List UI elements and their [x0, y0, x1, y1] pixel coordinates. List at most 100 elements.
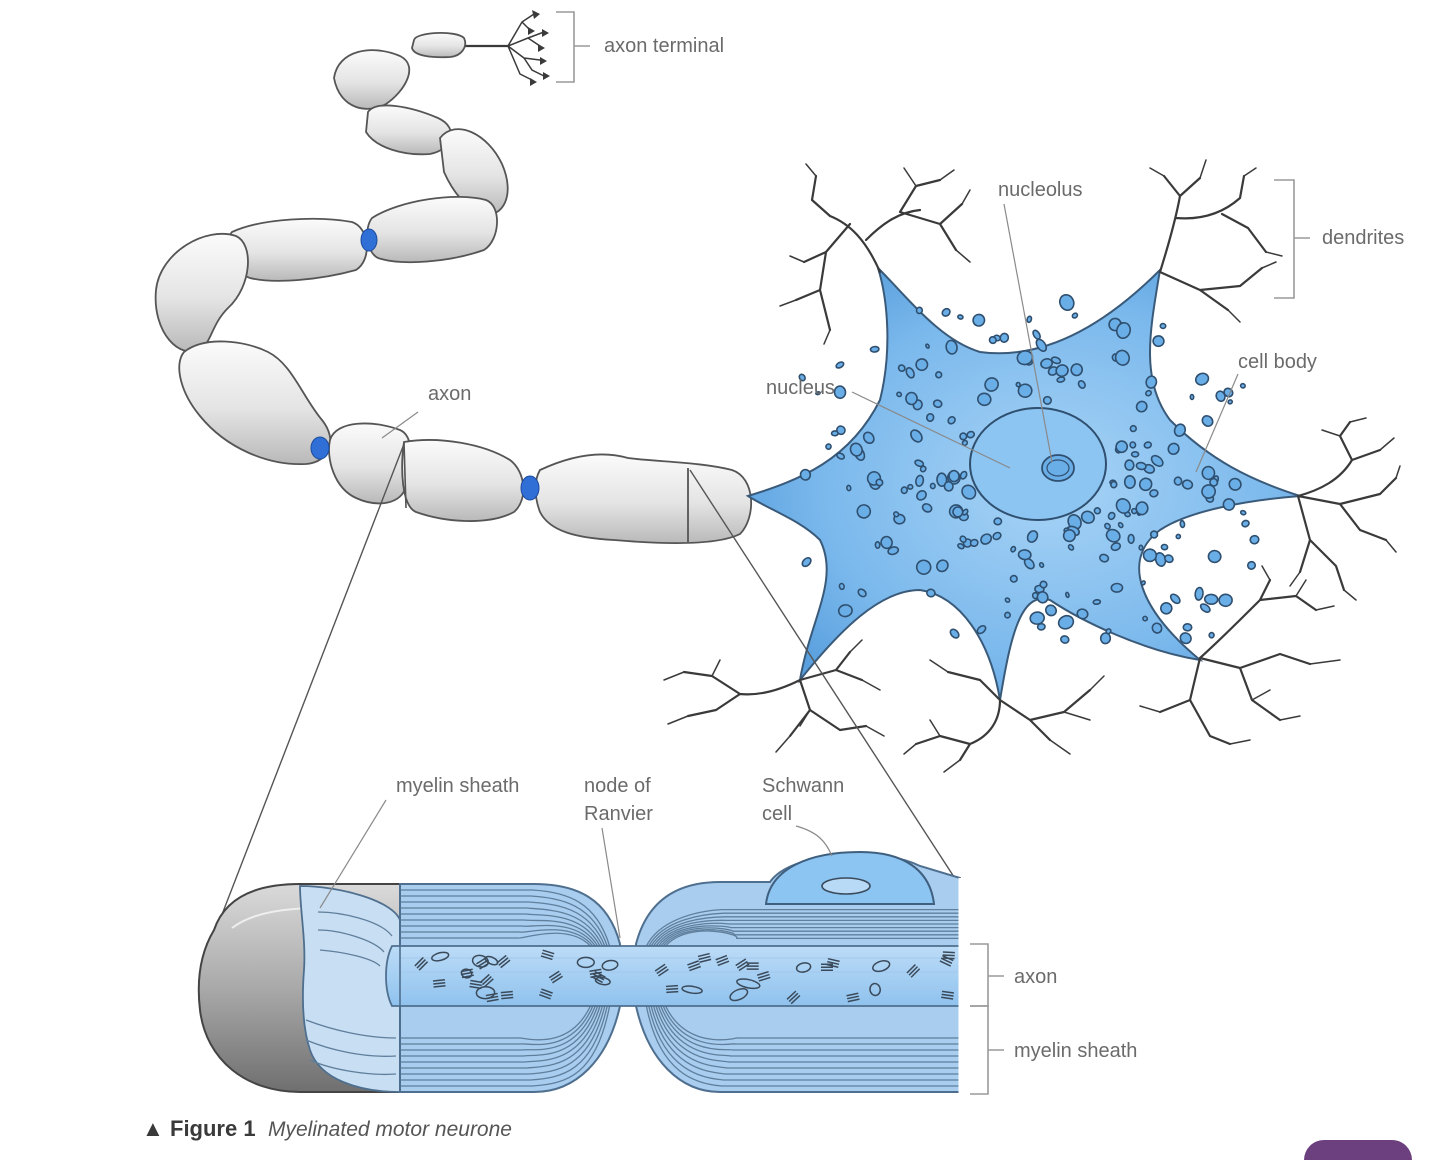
granule	[1123, 475, 1136, 489]
lamella	[652, 1005, 960, 1069]
granule	[1116, 321, 1131, 340]
granule	[1050, 356, 1062, 365]
granule	[926, 588, 936, 598]
granule	[999, 332, 1010, 343]
granule	[838, 582, 845, 591]
granule	[1004, 597, 1011, 603]
label-schwann-cell-2: cell	[762, 803, 792, 825]
label-dendrites: dendrites	[1322, 227, 1404, 249]
lamella	[645, 1005, 960, 1087]
granule	[1173, 423, 1187, 437]
granule	[862, 431, 875, 445]
myelin-cross-section	[197, 850, 962, 1094]
mitochondrion	[594, 976, 611, 986]
mitochondrion	[601, 959, 619, 971]
granule	[915, 474, 925, 487]
granule	[1032, 329, 1041, 340]
segment-6	[227, 217, 368, 282]
lamella	[400, 929, 594, 947]
label-node-of-ranvier-1: node of	[584, 775, 651, 797]
granule	[1194, 586, 1204, 601]
label-myelin-sheath-top: myelin sheath	[396, 775, 519, 797]
granule	[1065, 591, 1070, 599]
lamella	[400, 919, 599, 947]
lamella	[665, 1005, 960, 1041]
granule	[993, 517, 1003, 526]
label-cell-body: cell body	[1238, 351, 1317, 373]
granule	[1110, 542, 1122, 552]
granule	[910, 429, 923, 443]
granule	[1070, 363, 1084, 377]
segment-5	[366, 196, 498, 264]
granule	[1142, 615, 1149, 622]
neurofilament	[941, 990, 955, 1000]
lamella	[645, 908, 960, 947]
granule	[961, 484, 977, 500]
granule	[915, 559, 932, 575]
granule	[1228, 477, 1242, 491]
granule	[988, 336, 997, 345]
lamella	[650, 1005, 960, 1075]
neurofilament	[591, 970, 606, 984]
neurofilament	[469, 979, 483, 990]
lamella	[650, 916, 960, 947]
caption-marker-icon: ▲	[142, 1116, 164, 1141]
lamella	[400, 913, 601, 947]
neurofilament	[496, 954, 511, 969]
lamella	[400, 1005, 594, 1046]
granule	[1062, 528, 1076, 543]
granule	[1130, 450, 1140, 458]
granule	[1145, 375, 1158, 389]
granule	[957, 314, 964, 320]
granule	[1150, 454, 1164, 467]
granule	[919, 465, 927, 473]
granule	[880, 535, 893, 550]
granule	[1138, 477, 1153, 492]
granule	[1060, 635, 1070, 644]
lamella	[657, 1005, 960, 1057]
lamella	[648, 1005, 960, 1081]
segment-9	[328, 422, 412, 505]
neurofilament	[476, 956, 491, 970]
mitochondrion	[729, 987, 749, 1002]
granule	[915, 358, 929, 372]
granule	[1117, 521, 1124, 529]
granule	[1099, 632, 1112, 645]
granule	[1129, 441, 1137, 449]
granule	[980, 533, 993, 545]
granule	[1227, 399, 1234, 405]
granule	[1203, 593, 1219, 606]
lamella	[400, 1005, 596, 1051]
granule	[969, 538, 979, 548]
neurofilament	[735, 958, 750, 972]
granule	[1035, 338, 1048, 353]
lamella	[660, 1005, 960, 1051]
granule	[961, 439, 969, 447]
granule	[1149, 489, 1159, 498]
lamella	[662, 1005, 960, 1046]
granule	[948, 469, 960, 483]
lamella	[400, 889, 611, 947]
granule	[1152, 335, 1165, 348]
granule	[952, 506, 964, 518]
label-axon-terminal: axon terminal	[604, 35, 724, 57]
granule	[849, 442, 863, 457]
granule	[915, 306, 924, 315]
granule	[1129, 424, 1138, 433]
granule	[1040, 358, 1054, 369]
granule	[1058, 293, 1075, 312]
granule	[1199, 603, 1211, 613]
granule	[1110, 480, 1118, 489]
granule	[1142, 548, 1158, 563]
magnification-lines	[215, 443, 957, 931]
lamella	[400, 1005, 604, 1069]
label-node-of-ranvier-2: Ranvier	[584, 803, 653, 825]
mitochondrion	[736, 978, 761, 990]
granule	[992, 531, 1002, 541]
granule	[1209, 477, 1219, 487]
neurofilament	[414, 956, 429, 971]
label-schwann-cell-1: Schwann	[762, 775, 844, 797]
granule	[896, 391, 903, 398]
lamella	[660, 927, 960, 947]
granule	[984, 377, 999, 392]
